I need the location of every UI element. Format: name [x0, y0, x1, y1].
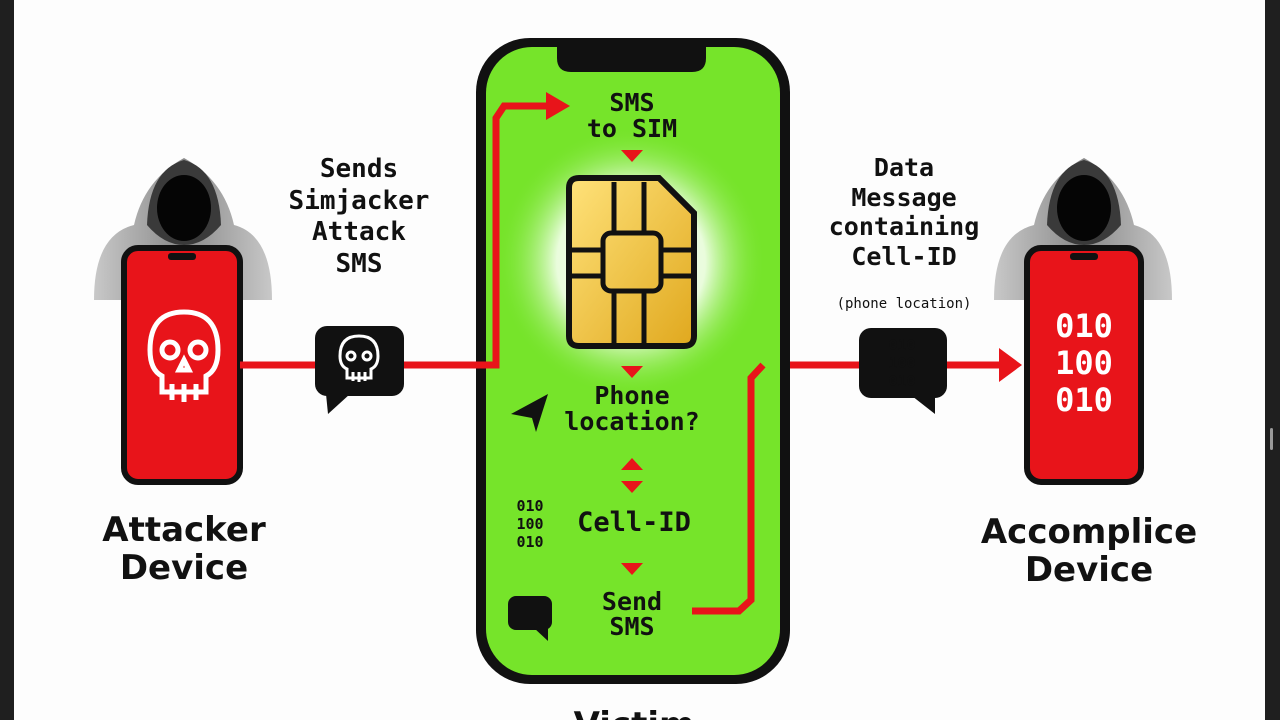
accomplice-figure [994, 158, 1172, 485]
data-message-note: (phone location) [836, 296, 972, 312]
phone-binary: 010 100 010 [516, 497, 544, 551]
diagram-graphics [94, 38, 1172, 684]
accomplice-device-label: Accomplice Device [980, 512, 1198, 591]
arrow-icon [999, 348, 1022, 382]
victim-device-label-cutoff: Victim [554, 706, 714, 720]
arrow-icon [621, 458, 643, 470]
accomplice-screen-binary: 010 100 010 [1055, 307, 1113, 420]
bubble-binary: 010 100 010 [888, 336, 916, 390]
step-send-sms: Send SMS [601, 587, 663, 641]
scrollbar-thumb[interactable] [1270, 428, 1273, 450]
attacker-device-label: Attacker Device [102, 510, 266, 589]
diagram-canvas: Sends Simjacker Attack SMS Attacker Devi… [14, 0, 1265, 720]
step-phone-location: Phone location? [564, 381, 700, 437]
step-sms-to-sim: SMS to SIM [586, 88, 678, 144]
skull-icon [147, 309, 221, 402]
arrow-icon [621, 366, 643, 378]
arrow-icon [621, 150, 643, 162]
attack-sms-annotation: Sends Simjacker Attack SMS [288, 154, 430, 280]
data-message-annotation: Data Message containing Cell-ID [828, 153, 980, 271]
arrow-icon [621, 481, 643, 493]
scrollbar[interactable] [1265, 0, 1280, 720]
location-arrow-icon [511, 394, 548, 432]
skull-icon [338, 334, 380, 382]
attacker-figure [94, 158, 272, 485]
arrow-icon [621, 563, 643, 575]
data-message-bubble [859, 328, 947, 414]
attack-sms-bubble [315, 326, 404, 414]
chat-bubble-icon [508, 596, 552, 641]
sim-card-icon [566, 175, 697, 349]
accomplice-phone [1024, 245, 1144, 485]
step-cell-id: Cell-ID [577, 507, 691, 538]
